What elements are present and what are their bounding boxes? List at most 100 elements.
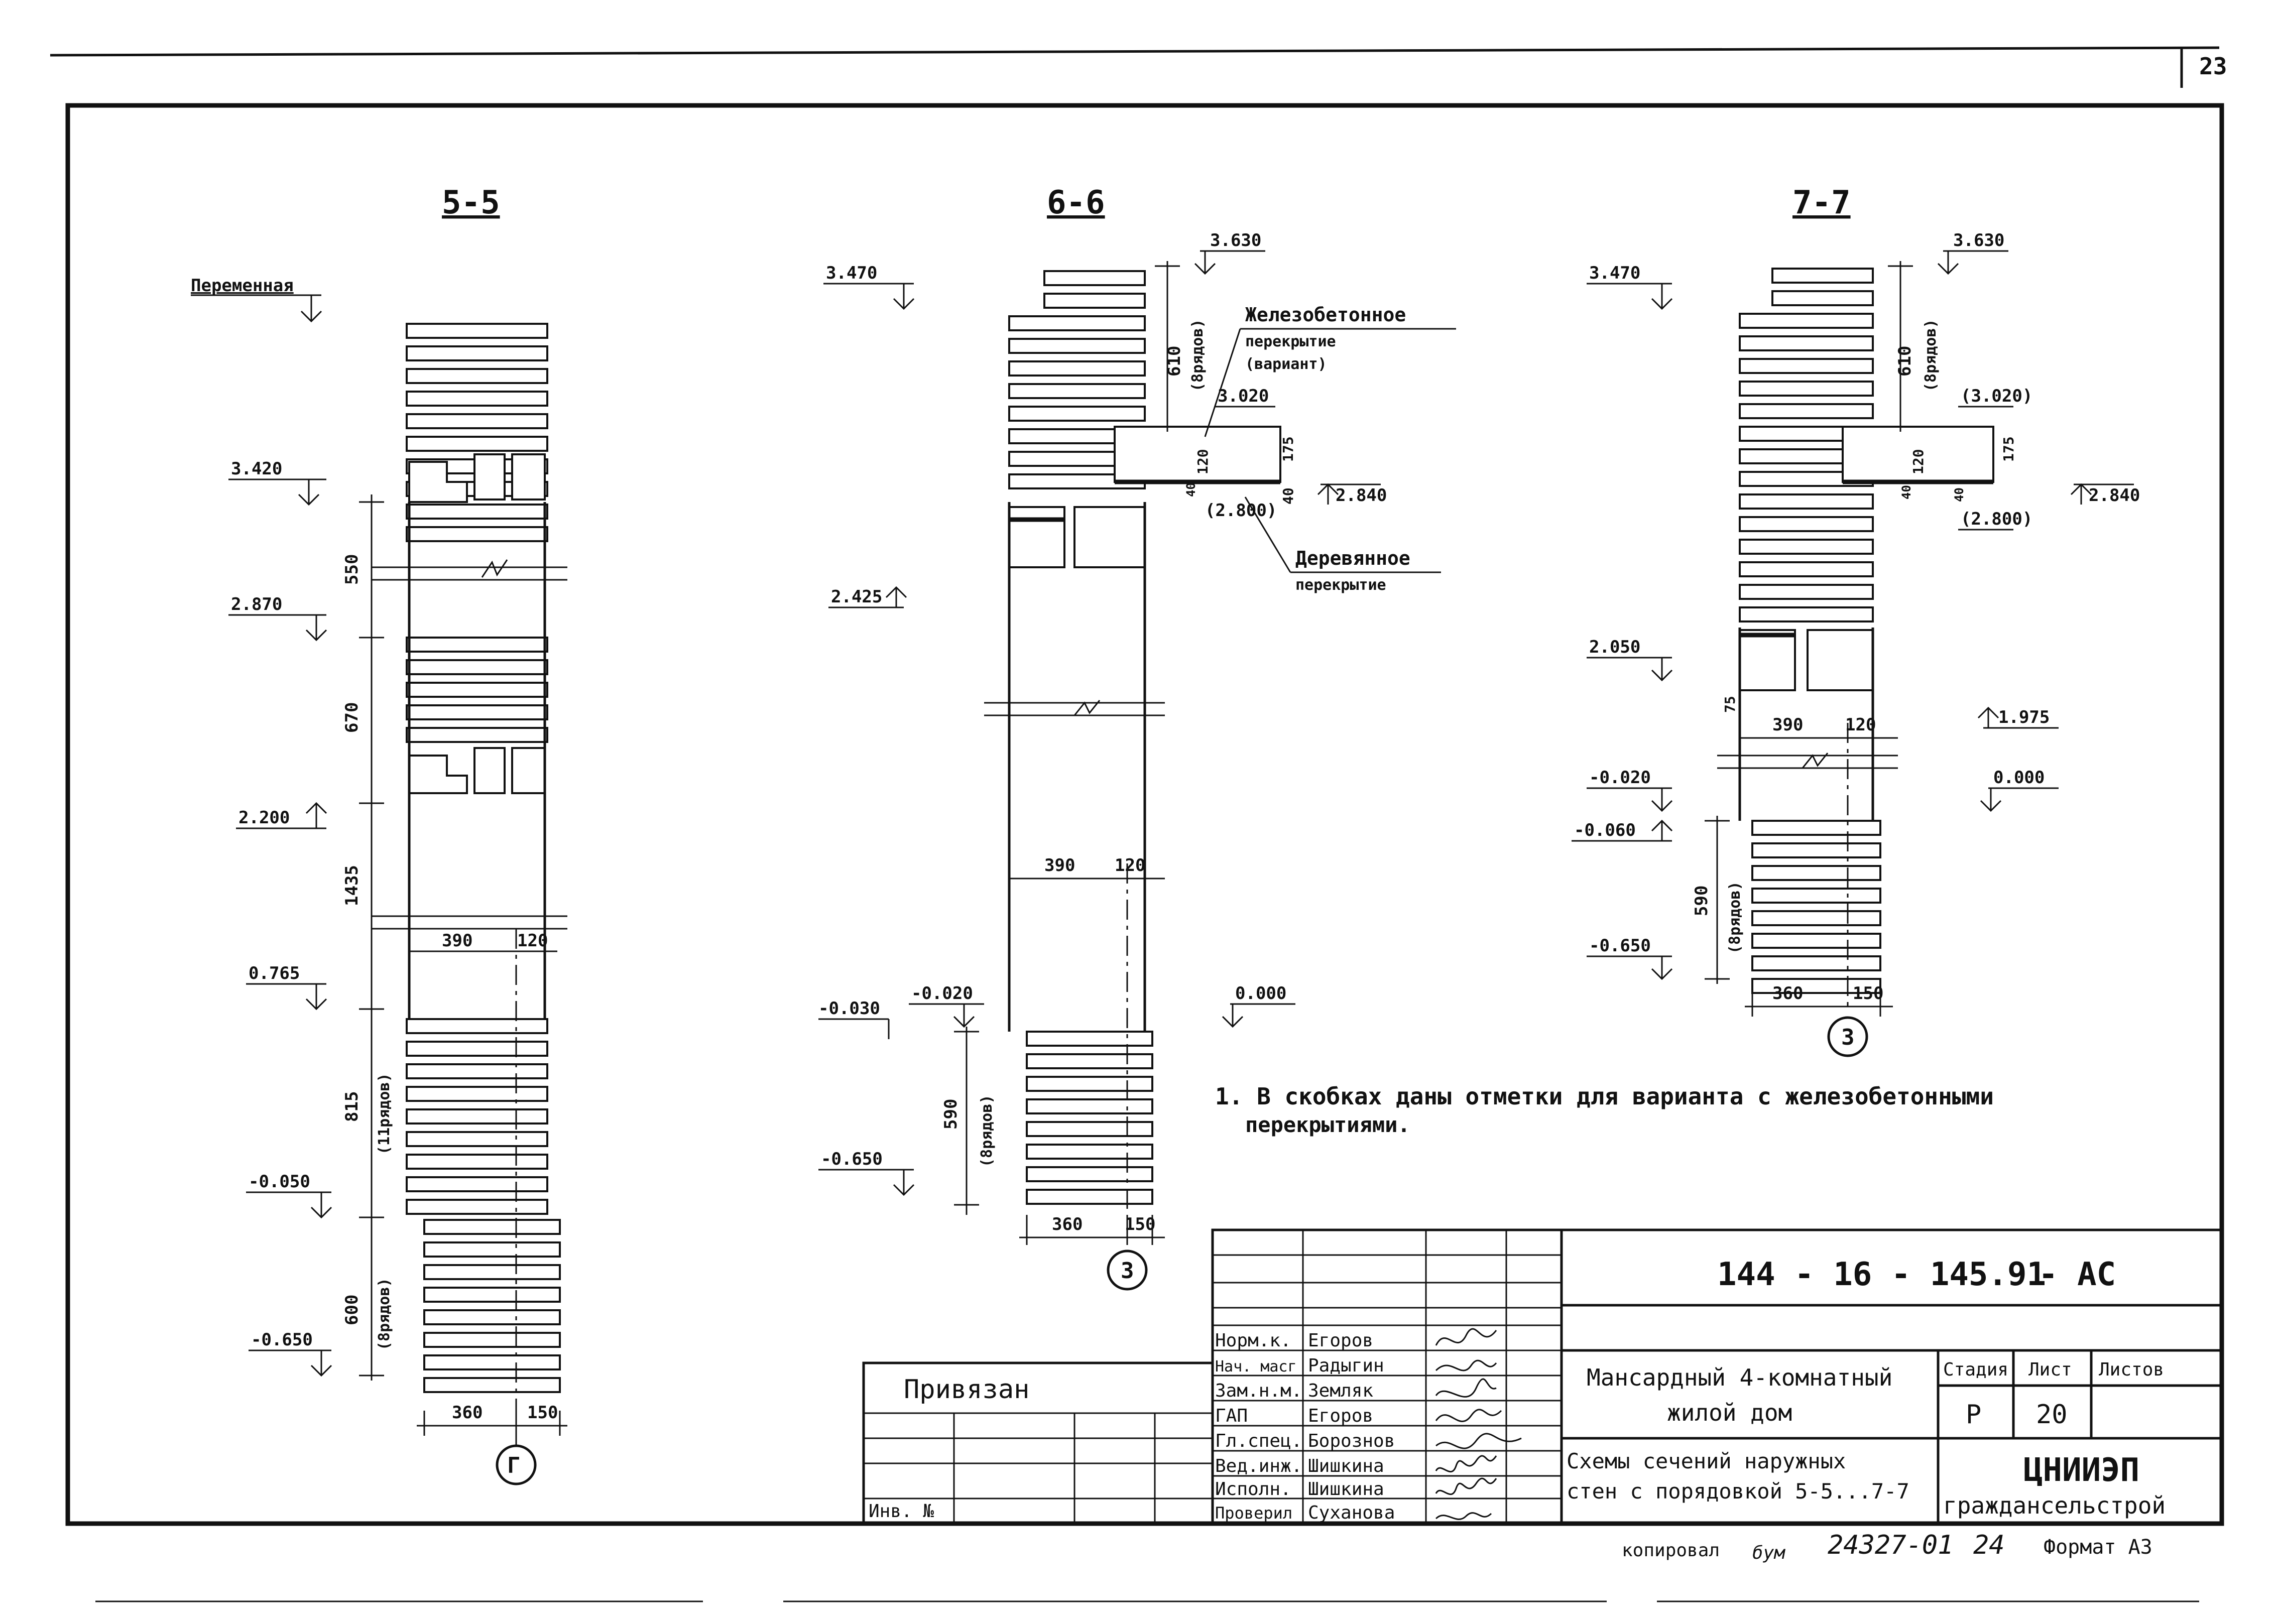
svg-text:(8рядов): (8рядов) bbox=[1189, 319, 1207, 392]
section-bricks bbox=[406, 323, 561, 1393]
svg-text:150: 150 bbox=[1853, 983, 1883, 1004]
level-marks: 3.630 3.470 (3.020) 2.840 (2.800) 2.050 … bbox=[1572, 230, 2140, 980]
svg-text:перекрытие: перекрытие bbox=[1245, 333, 1336, 350]
svg-text:(вариант): (вариант) bbox=[1245, 355, 1327, 373]
svg-text:Радыгин: Радыгин bbox=[1308, 1355, 1384, 1376]
svg-text:Шишкина: Шишкина bbox=[1308, 1456, 1384, 1476]
signatures bbox=[1435, 1328, 1522, 1520]
section-bricks bbox=[1739, 268, 1881, 994]
svg-text:(8рядов): (8рядов) bbox=[978, 1095, 996, 1168]
svg-text:3.630: 3.630 bbox=[1953, 230, 2004, 251]
privyazan-label: Привязан bbox=[904, 1375, 1029, 1405]
svg-text:Зам.н.м.: Зам.н.м. bbox=[1215, 1381, 1302, 1401]
level-marks: Переменная 3.420 2.870 2.200 0.765 -0.05… bbox=[191, 276, 332, 1377]
svg-text:3.420: 3.420 bbox=[231, 459, 282, 479]
sheet-corner-number: 23 bbox=[2199, 53, 2227, 80]
section-6-6: 6-6 bbox=[818, 184, 1456, 1291]
svg-text:Борознов: Борознов bbox=[1308, 1431, 1395, 1451]
svg-text:Нач. масг: Нач. масг bbox=[1215, 1358, 1297, 1376]
svg-text:Вед.инж.: Вед.инж. bbox=[1215, 1456, 1302, 1476]
svg-text:1435: 1435 bbox=[342, 865, 362, 906]
svg-text:Проверил: Проверил bbox=[1215, 1504, 1292, 1523]
svg-text:-0.030: -0.030 bbox=[818, 998, 880, 1019]
sheet-value: 20 bbox=[2036, 1400, 2068, 1430]
sheets-header: Листов bbox=[2099, 1359, 2164, 1380]
svg-text:Земляк: Земляк bbox=[1308, 1381, 1373, 1401]
general-note: 1. В скобках даны отметки для варианта с… bbox=[1215, 1083, 1994, 1137]
svg-text:1.975: 1.975 bbox=[1998, 707, 2050, 727]
svg-text:150: 150 bbox=[527, 1403, 558, 1423]
svg-text:Железобетонное: Железобетонное bbox=[1245, 304, 1406, 326]
svg-text:-0.650: -0.650 bbox=[1589, 936, 1651, 956]
svg-text:120: 120 bbox=[1845, 715, 1876, 735]
project-title-line1: Мансардный 4-комнатный bbox=[1587, 1364, 1892, 1391]
svg-text:670: 670 bbox=[342, 702, 362, 733]
svg-text:перекрытиями.: перекрытиями. bbox=[1245, 1112, 1410, 1137]
svg-text:2.840: 2.840 bbox=[1336, 485, 1387, 506]
section-title: 5-5 bbox=[442, 184, 500, 221]
svg-text:600: 600 bbox=[342, 1295, 362, 1325]
document-suffix: - АС bbox=[2039, 1256, 2116, 1293]
svg-text:Норм.к.: Норм.к. bbox=[1215, 1330, 1291, 1351]
svg-text:Деревянное: Деревянное bbox=[1295, 547, 1410, 569]
svg-text:3.470: 3.470 bbox=[826, 263, 877, 283]
svg-text:40: 40 bbox=[1952, 487, 1966, 502]
svg-text:(2.800): (2.800) bbox=[1205, 501, 1277, 521]
svg-text:бум: бум bbox=[1752, 1543, 1785, 1563]
svg-text:(8рядов): (8рядов) bbox=[1922, 319, 1940, 392]
sheet-header: Лист bbox=[2028, 1359, 2072, 1380]
section-5-5: 5-5 bbox=[191, 184, 567, 1485]
svg-text:-0.060: -0.060 bbox=[1574, 820, 1636, 840]
svg-text:(8рядов): (8рядов) bbox=[376, 1278, 393, 1351]
svg-text:Исполн.: Исполн. bbox=[1215, 1479, 1291, 1500]
svg-text:2.200: 2.200 bbox=[238, 808, 290, 828]
footer: копировал бум 24327-01 24 Формат А3 bbox=[95, 1530, 2199, 1602]
title-block: Привязан Инв. № Норм.к. Нач. масг Зам.н.… bbox=[862, 1019, 2223, 1525]
svg-text:360: 360 bbox=[452, 1403, 483, 1423]
svg-text:610: 610 bbox=[1164, 346, 1184, 377]
svg-text:(2.800): (2.800) bbox=[1961, 509, 2032, 529]
svg-text:590: 590 bbox=[941, 1099, 961, 1130]
axis-label: Г bbox=[507, 1453, 521, 1478]
svg-text:2.870: 2.870 bbox=[231, 594, 282, 614]
svg-text:390: 390 bbox=[1044, 855, 1075, 876]
organization-line1: ЦНИИЭП bbox=[2023, 1452, 2139, 1489]
svg-text:0.000: 0.000 bbox=[1993, 768, 2045, 788]
svg-text:Формат А3: Формат А3 bbox=[2044, 1536, 2152, 1559]
section-7-7: 7-7 bbox=[1572, 184, 2140, 1057]
svg-text:120: 120 bbox=[1910, 449, 1927, 474]
svg-text:120: 120 bbox=[1115, 855, 1145, 876]
svg-text:(3.020): (3.020) bbox=[1961, 386, 2032, 406]
svg-text:175: 175 bbox=[1280, 436, 1296, 462]
inventory-label: Инв. № bbox=[869, 1501, 934, 1522]
svg-text:1. В скобках даны отметки для: 1. В скобках даны отметки для варианта с… bbox=[1215, 1083, 1994, 1110]
svg-text:Гл.спец.: Гл.спец. bbox=[1215, 1431, 1302, 1451]
svg-text:40: 40 bbox=[1184, 482, 1198, 497]
svg-text:2.050: 2.050 bbox=[1589, 637, 1640, 657]
axis-label: 3 bbox=[1121, 1258, 1134, 1284]
svg-text:Шишкина: Шишкина bbox=[1308, 1479, 1384, 1500]
organization-line2: граждансельстрой bbox=[1943, 1492, 2166, 1519]
svg-text:Егоров: Егоров bbox=[1308, 1330, 1373, 1351]
sheet-title-line1: Схемы сечений наружных bbox=[1567, 1449, 1846, 1473]
names-column: Егоров Радыгин Земляк Егоров Борознов Ши… bbox=[1308, 1330, 1395, 1523]
svg-text:(11рядов): (11рядов) bbox=[376, 1073, 393, 1155]
section-title: 6-6 bbox=[1047, 184, 1105, 221]
section-title: 7-7 bbox=[1792, 184, 1851, 221]
svg-text:75: 75 bbox=[1722, 696, 1738, 713]
svg-text:24: 24 bbox=[1973, 1530, 2005, 1560]
svg-text:0.000: 0.000 bbox=[1235, 983, 1286, 1004]
svg-text:150: 150 bbox=[1125, 1214, 1155, 1234]
svg-text:360: 360 bbox=[1772, 983, 1803, 1004]
svg-text:0.765: 0.765 bbox=[249, 963, 300, 983]
project-title-line2: жилой дом bbox=[1667, 1399, 1792, 1426]
svg-text:(8рядов): (8рядов) bbox=[1726, 882, 1744, 954]
svg-text:610: 610 bbox=[1895, 346, 1915, 377]
sheet-title-line2: стен с порядовкой 5-5...7-7 bbox=[1567, 1479, 1909, 1504]
svg-text:24327-01: 24327-01 bbox=[1828, 1530, 1953, 1560]
svg-text:-0.650: -0.650 bbox=[821, 1149, 883, 1169]
svg-text:Егоров: Егоров bbox=[1308, 1406, 1373, 1426]
svg-text:120: 120 bbox=[517, 931, 548, 951]
top-sheet-line bbox=[50, 46, 2220, 57]
